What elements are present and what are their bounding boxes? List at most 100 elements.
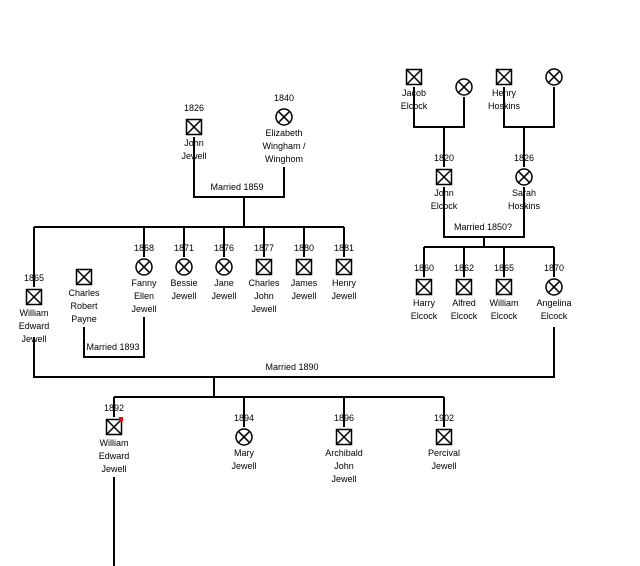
birth-year: 1870: [544, 263, 564, 273]
marriage-label: Married 1850?: [454, 222, 512, 232]
name-line: Hoskins: [488, 101, 521, 111]
name-line: Bessie: [170, 278, 197, 288]
name-line: Elcock: [491, 311, 518, 321]
name-line: Jewell: [431, 461, 456, 471]
name-line: Jewell: [331, 291, 356, 301]
name-line: Jewell: [171, 291, 196, 301]
male-box-symbol: [495, 68, 513, 86]
birth-year: 1865: [494, 263, 514, 273]
birth-year: 1892: [104, 403, 124, 413]
name-line: Elcock: [401, 101, 428, 111]
male-box-symbol: [295, 258, 313, 276]
connector-lines: [33, 87, 555, 566]
name-line: John: [254, 291, 274, 301]
female-circle-symbol: [545, 68, 563, 86]
connector-line: [193, 137, 285, 198]
birth-year: 1860: [414, 263, 434, 273]
birth-year: 1877: [254, 243, 274, 253]
name-line: Elcock: [411, 311, 438, 321]
male-box-symbol: [25, 288, 43, 306]
female-circle-symbol: [455, 78, 473, 96]
name-line: Jane: [214, 278, 234, 288]
female-circle-symbol: [235, 428, 253, 446]
name-line: Jewell: [131, 304, 156, 314]
birth-year: 1894: [234, 413, 254, 423]
birth-year: 1826: [514, 153, 534, 163]
name-line: Jewell: [251, 304, 276, 314]
male-box-symbol: [455, 278, 473, 296]
name-line: William: [100, 438, 129, 448]
name-line: John: [334, 461, 354, 471]
name-line: Elcock: [431, 201, 458, 211]
female-circle-symbol: [175, 258, 193, 276]
marker-dot: [119, 417, 123, 421]
female-circle-symbol: [215, 258, 233, 276]
name-line: John: [184, 138, 204, 148]
male-box-symbol: [335, 258, 353, 276]
male-box-symbol: [435, 428, 453, 446]
person-henry-wife: [545, 68, 563, 86]
name-line: James: [291, 278, 318, 288]
name-line: Winghom: [265, 154, 303, 164]
birth-year: 1868: [134, 243, 154, 253]
name-line: Ellen: [134, 291, 154, 301]
birth-year: 1865: [24, 273, 44, 283]
female-circle-symbol: [515, 168, 533, 186]
male-box-symbol: [405, 68, 423, 86]
name-line: Alfred: [452, 298, 476, 308]
male-box-symbol: [255, 258, 273, 276]
name-line: Elizabeth: [265, 128, 302, 138]
marriage-label: Married 1893: [86, 342, 139, 352]
connector-line: [413, 87, 465, 128]
name-line: Elcock: [541, 311, 568, 321]
birth-year: 1880: [294, 243, 314, 253]
name-line: Henry: [332, 278, 357, 288]
male-box-symbol: [435, 168, 453, 186]
name-line: Edward: [99, 451, 130, 461]
name-line: Jewell: [331, 474, 356, 484]
name-line: Sarah: [512, 188, 536, 198]
person-jacob-wife: [455, 78, 473, 96]
name-line: Elcock: [451, 311, 478, 321]
name-line: Jewell: [101, 464, 126, 474]
name-line: Hoskins: [508, 201, 541, 211]
name-line: Wingham /: [262, 141, 306, 151]
name-line: Jewell: [211, 291, 236, 301]
name-line: Charles: [248, 278, 280, 288]
name-line: Edward: [19, 321, 50, 331]
birth-year: 1840: [274, 93, 294, 103]
male-box-symbol: [335, 428, 353, 446]
name-line: Jacob: [402, 88, 426, 98]
birth-year: 1820: [434, 153, 454, 163]
marriage-label: Married 1859: [210, 182, 263, 192]
name-line: William: [490, 298, 519, 308]
name-line: John: [434, 188, 454, 198]
connector-line: [83, 317, 145, 358]
birth-year: 1862: [454, 263, 474, 273]
connector-line: [33, 327, 555, 378]
birth-year: 1871: [174, 243, 194, 253]
male-box-symbol: [185, 118, 203, 136]
name-line: Charles: [68, 288, 100, 298]
male-box-symbol: [105, 418, 123, 436]
